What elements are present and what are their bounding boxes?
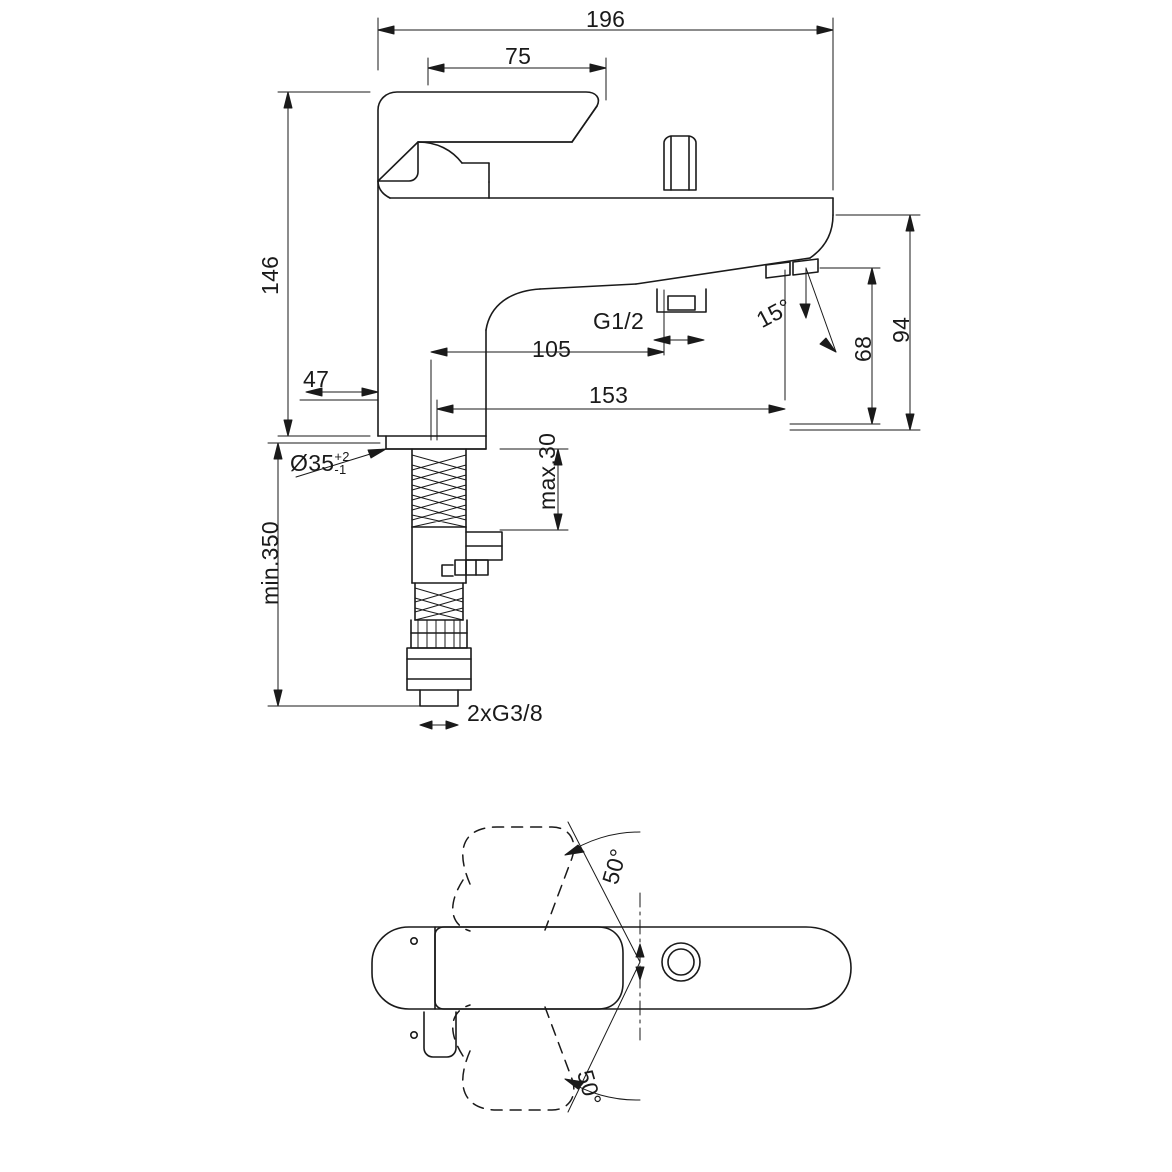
dim-label-projection-153: 153: [589, 382, 629, 408]
faucet-side-outline: [377, 91, 834, 437]
dim-label-spout-height-94: 94: [888, 316, 914, 343]
hole-tolerance-plus: +2: [334, 449, 350, 465]
faucet-top-plan-outline: [371, 926, 852, 1058]
dim-label-spout-height-68: 68: [850, 335, 876, 362]
faucet-shank-and-hoses: [385, 435, 503, 707]
dim-label-overall-width: 196: [586, 6, 626, 32]
dimension-lines-side-view: [267, 17, 921, 730]
dim-label-body-width-47: 47: [303, 366, 330, 392]
hole-diameter-value: Ø35: [290, 450, 335, 476]
dimension-lines-top-view: [564, 821, 645, 1113]
dim-label-min-supply-length: min.350: [257, 521, 283, 605]
hole-tolerance-minus: -1: [334, 462, 347, 478]
hole-tolerance: +2-1: [334, 449, 350, 478]
dim-label-total-height: 146: [257, 255, 283, 295]
dim-label-supply-thread: 2xG3/8: [467, 700, 543, 726]
swivel-range-dashed: [452, 826, 575, 1111]
dim-label-max-thickness: max.30: [534, 432, 560, 510]
dim-label-projection-105: 105: [532, 336, 572, 362]
dim-label-handle-width: 75: [505, 43, 532, 69]
dim-label-hole-diameter: Ø35+2-1: [290, 449, 350, 478]
dim-label-outlet-thread: G1/2: [593, 308, 645, 334]
